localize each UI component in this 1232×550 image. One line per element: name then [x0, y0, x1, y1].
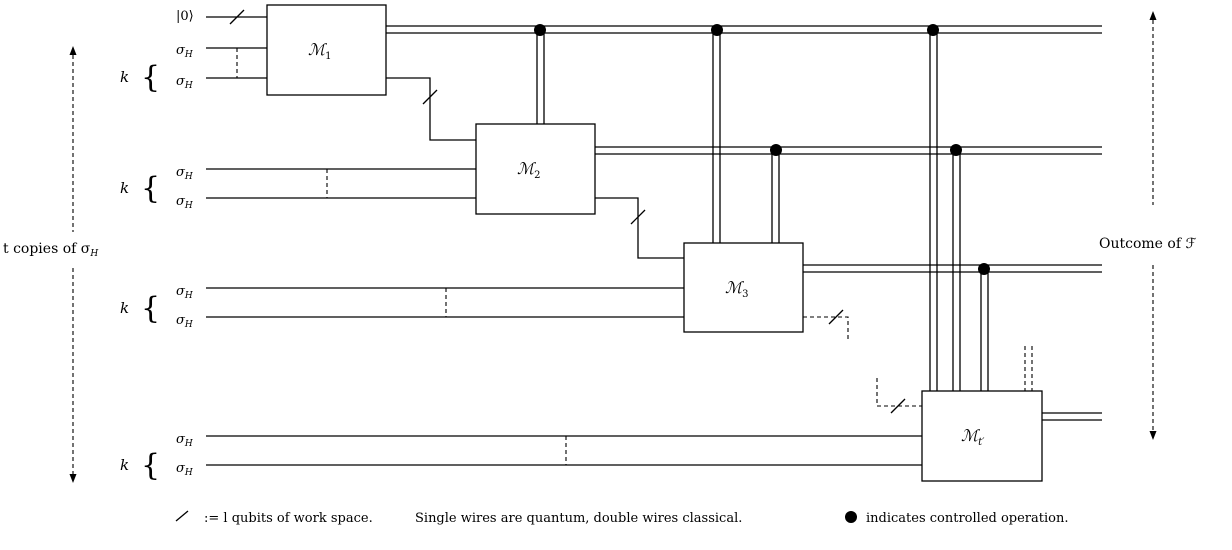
sigma-label-3a: σH: [176, 284, 193, 301]
workspace-slashes: [229, 9, 906, 414]
gate-m2: ℳ2: [475, 123, 596, 215]
quantum-wires: [206, 16, 922, 466]
sigma-label-1b: σH: [176, 74, 193, 91]
legend: := l qubits of work space. Single wires …: [175, 510, 1069, 526]
gate-m1: ℳ1: [266, 4, 387, 96]
ket-zero-label: |0⟩: [176, 9, 194, 24]
control-dot-icon: [845, 511, 857, 523]
k-label-1: k: [120, 68, 129, 86]
legend-wires: Single wires are quantum, double wires c…: [415, 511, 742, 526]
gate-mt: ℳt′: [921, 390, 1043, 482]
legend-control: indicates controlled operation.: [866, 511, 1069, 526]
control-dot: [978, 263, 990, 275]
brace-4: {: [141, 448, 160, 483]
gate-m2-label: ℳ2: [517, 159, 540, 181]
dashed-workspace-routes: [803, 316, 1033, 407]
sigma-label-4b: σH: [176, 461, 193, 478]
sigma-label-3b: σH: [176, 313, 193, 330]
t-copies-label: t copies of σH: [3, 241, 98, 259]
control-dot: [927, 24, 939, 36]
control-dot: [770, 144, 782, 156]
sigma-label-2a: σH: [176, 165, 193, 182]
t-copies-arrow: [69, 46, 77, 483]
gate-mt-label: ℳt′: [961, 426, 985, 448]
control-dot: [950, 144, 962, 156]
k-label-4: k: [120, 456, 129, 474]
sigma-label-4a: σH: [176, 432, 193, 449]
k-label-3: k: [120, 299, 129, 317]
input-labels: |0⟩ k { σH σH k { σH σH k { σH σH k { σH…: [3, 9, 194, 483]
gate-m3: ℳ3: [683, 242, 804, 333]
gate-m1-label: ℳ1: [308, 40, 331, 62]
outcome-arrow: [1149, 11, 1157, 440]
classical-wires: [386, 25, 1102, 421]
outcome-label: Outcome of ℱ: [1099, 236, 1196, 252]
group-links: [236, 48, 567, 465]
control-dot: [711, 24, 723, 36]
gate-m3-label: ℳ3: [725, 278, 748, 300]
brace-1: {: [141, 60, 160, 95]
control-dot: [534, 24, 546, 36]
k-label-2: k: [120, 179, 129, 197]
sigma-label-2b: σH: [176, 194, 193, 211]
legend-workspace: := l qubits of work space.: [204, 511, 373, 526]
control-dots: [534, 24, 990, 275]
slash-icon: [175, 510, 189, 522]
brace-2: {: [141, 171, 160, 206]
sigma-label-1a: σH: [176, 43, 193, 60]
brace-3: {: [141, 291, 160, 326]
